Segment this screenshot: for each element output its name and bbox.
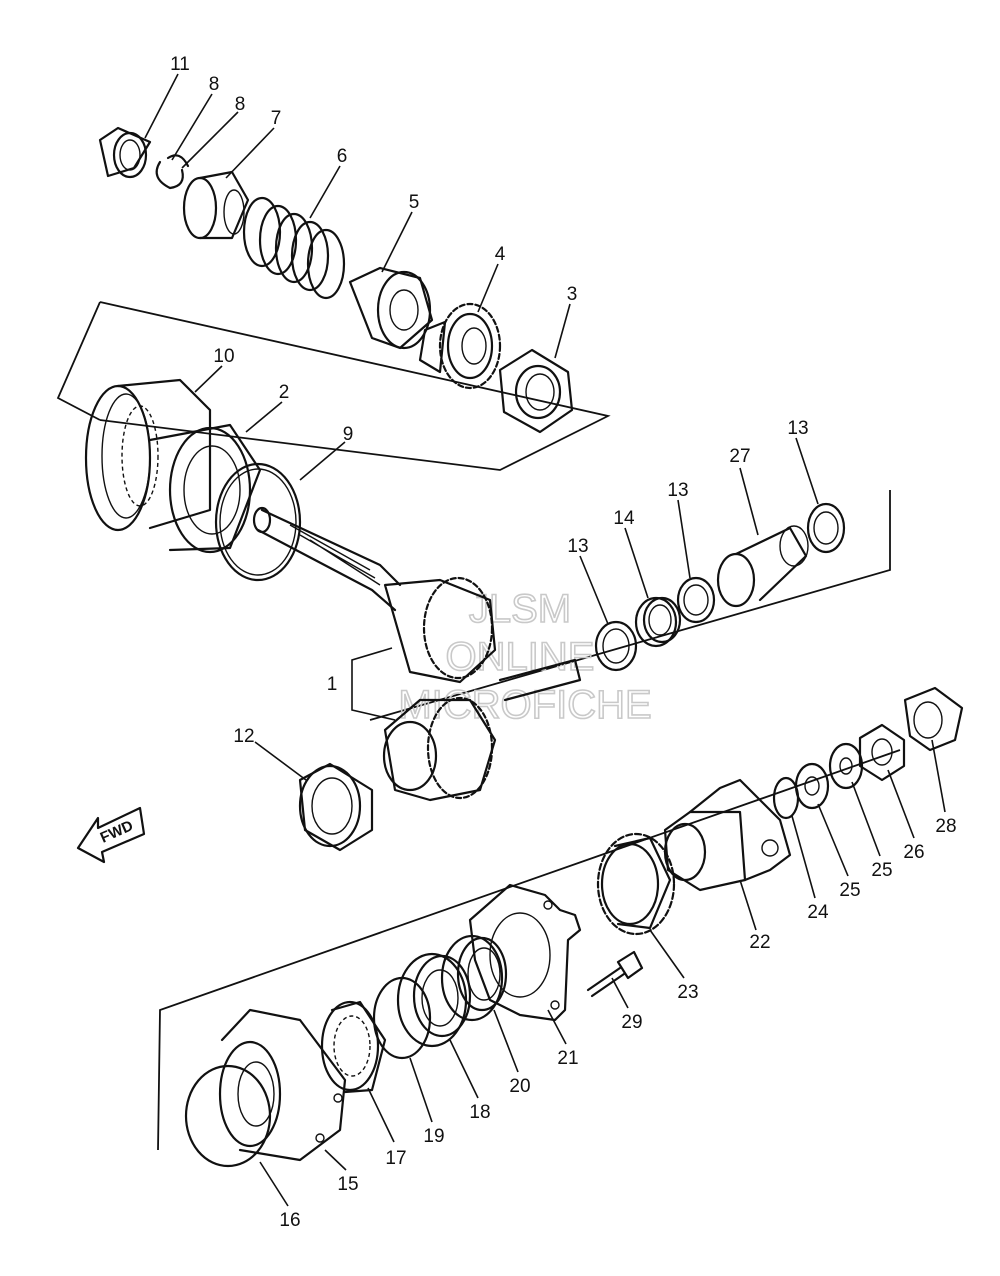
callout-24: 24: [807, 902, 829, 923]
part-2-bearing: [148, 423, 262, 554]
callout-23: 23: [677, 982, 698, 1003]
callout-13: 13: [667, 480, 688, 501]
callout-11: 11: [170, 54, 190, 75]
part-18-race: [396, 952, 472, 1048]
group-frame-upper-top: [99, 301, 611, 471]
callout-19: 19: [423, 1126, 444, 1147]
group-frame-upper: [56, 301, 101, 421]
part-4-dog-clutch: [418, 302, 502, 390]
part-12-roller-bearing: [298, 762, 374, 852]
part-17-ball-bearing: [320, 1000, 387, 1094]
callout-6: 6: [337, 146, 348, 167]
part-28-cap: [903, 686, 964, 752]
callout-14: 14: [613, 508, 635, 529]
part-29-bolt: [586, 950, 644, 998]
part-5-shift-slider: [348, 266, 434, 350]
part-6-spring: [242, 196, 346, 300]
group-frame-lower: [157, 749, 901, 1151]
callout-4: 4: [495, 244, 506, 265]
callout-29: 29: [621, 1012, 642, 1033]
callout-18: 18: [469, 1102, 490, 1123]
callout-21: 21: [557, 1048, 578, 1069]
callout-8: 8: [235, 94, 246, 115]
callout-26: 26: [903, 842, 924, 863]
callout-5: 5: [409, 192, 420, 213]
part-24-o-ring: [772, 776, 800, 820]
callout-10: 10: [213, 346, 234, 367]
callout-12: 12: [233, 726, 254, 747]
callout-8: 8: [209, 74, 220, 95]
watermark-line2: ONLINE: [446, 635, 595, 679]
callout-25: 25: [839, 880, 860, 901]
part-26-nut: [858, 723, 906, 782]
group-frame-middle: [369, 490, 891, 721]
callout-15: 15: [337, 1174, 358, 1195]
part-10-bearing-housing: [84, 378, 212, 532]
part-9-shim-ring: [214, 462, 302, 582]
callout-17: 17: [385, 1148, 406, 1169]
callout-20: 20: [509, 1076, 530, 1097]
callout-28: 28: [935, 816, 956, 837]
callout-25: 25: [871, 860, 892, 881]
callout-22: 22: [749, 932, 770, 953]
part-19-o-ring: [372, 976, 432, 1060]
part-22-yoke: [663, 778, 792, 892]
callout-9: 9: [343, 424, 354, 445]
leader-lines: [144, 73, 946, 1207]
part-1-bracket: [351, 647, 396, 721]
watermark-line1: JLSM: [469, 587, 571, 631]
callout-13: 13: [787, 418, 808, 439]
part-20-seal: [440, 934, 508, 1022]
callout-2: 2: [279, 382, 290, 403]
part-1-drive-shaft: [252, 506, 582, 802]
callout-3: 3: [567, 284, 578, 305]
part-21-plate: [468, 883, 582, 1022]
callout-labels: 11 8 8 7 6 5 4 3 10 2 9 13 27 13 14 13 1…: [170, 54, 956, 1231]
callout-27: 27: [729, 446, 750, 467]
part-23-gear: [596, 832, 676, 936]
part-15-housing: [218, 1008, 347, 1162]
part-7-sleeve: [182, 170, 250, 240]
watermark-line3: MICROFICHE: [398, 683, 651, 727]
part-27-sleeve: [716, 525, 809, 608]
part-13-bushing-left: [594, 620, 638, 672]
part-8-circlips: [155, 154, 190, 190]
watermark: JLSM ONLINE MICROFICHE: [398, 586, 653, 728]
part-13-bushing-middle: [676, 576, 716, 624]
callout-1: 1: [327, 674, 338, 695]
part-3-hex-nut: [498, 348, 574, 434]
forward-arrow-icon: FWD: [76, 806, 146, 864]
fwd-label: FWD: [98, 817, 136, 846]
callout-16: 16: [279, 1210, 300, 1231]
part-14-spacer: [634, 596, 682, 648]
callout-7: 7: [271, 108, 282, 129]
part-25-washer-b: [794, 762, 830, 810]
part-16-o-ring: [184, 1064, 272, 1168]
part-25-washer-a: [828, 742, 864, 790]
part-11-needle-bearing: [98, 126, 152, 179]
callout-13: 13: [567, 536, 588, 557]
part-13-bushing-right: [806, 502, 846, 554]
